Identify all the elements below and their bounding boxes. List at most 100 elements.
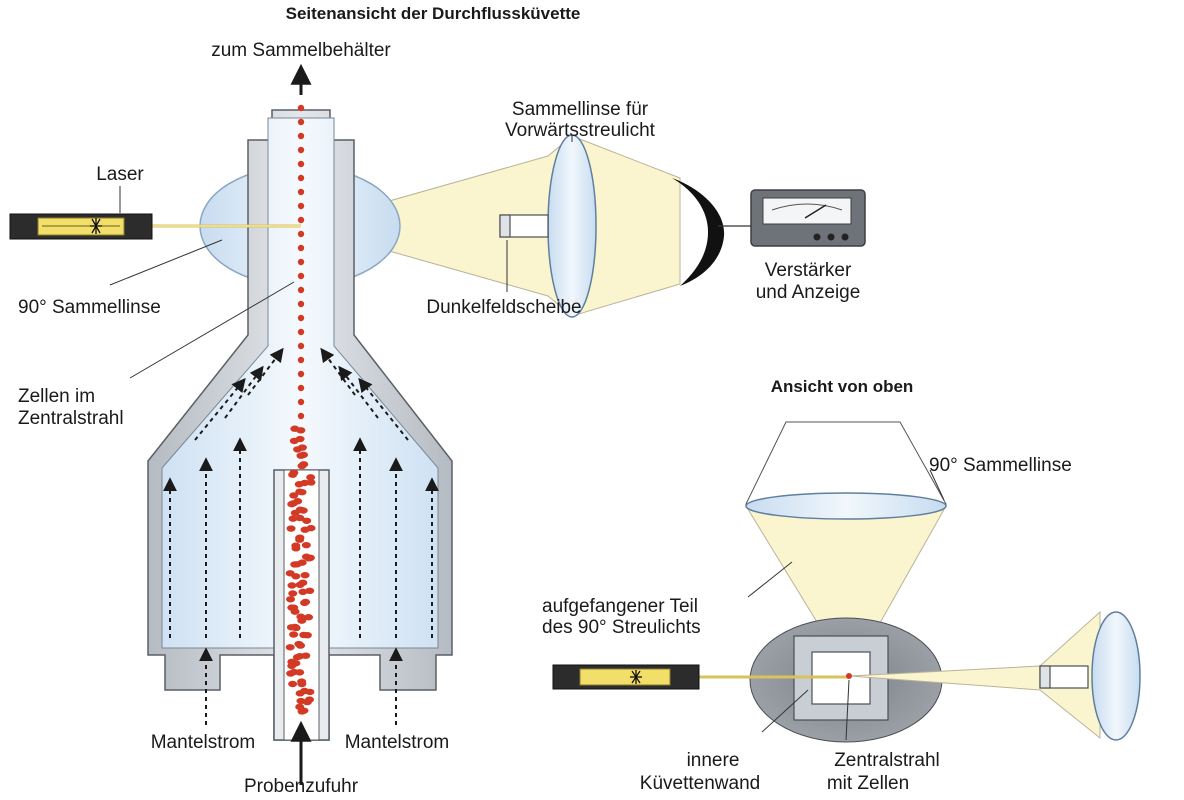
cell <box>297 678 307 685</box>
cell <box>286 596 296 603</box>
cell <box>306 474 316 481</box>
cell <box>286 670 296 677</box>
cell-dot <box>846 673 852 679</box>
cell <box>297 356 305 364</box>
cell <box>302 698 312 706</box>
sheath-arrow-icon <box>224 365 264 419</box>
cell <box>292 653 302 661</box>
cell <box>300 479 310 487</box>
cells-in-central-jet <box>285 104 316 715</box>
cell <box>299 631 309 639</box>
forward-lens-label-line1: Sammellinse für <box>512 99 649 120</box>
laser-label: Laser <box>96 164 144 185</box>
cell <box>289 631 299 638</box>
cells-leader <box>129 281 295 379</box>
cell <box>297 272 305 280</box>
forward-scatter-lens-icon <box>547 134 597 318</box>
top-forward-lens-icon <box>1091 611 1141 741</box>
inner-wall-label-line1: innere <box>687 750 740 771</box>
cell <box>297 286 305 294</box>
cell <box>287 604 297 611</box>
sheath-arrow-icon <box>194 377 246 441</box>
cell <box>288 471 298 478</box>
cell <box>301 553 311 560</box>
cell <box>297 328 305 336</box>
cell <box>295 669 305 676</box>
cell <box>289 437 299 445</box>
cell <box>287 582 297 589</box>
cell <box>286 525 296 532</box>
cell <box>306 524 316 532</box>
cell <box>298 588 308 596</box>
cell <box>295 690 305 697</box>
cell <box>295 534 305 541</box>
sheath-flow-arrows <box>163 347 439 725</box>
cell <box>297 370 305 378</box>
top-side-lens-label: 90° Sammellinse <box>929 455 1072 476</box>
sheath-fluid-chamber <box>161 117 439 649</box>
jet-label-line2: mit Zellen <box>827 773 909 794</box>
cell <box>291 545 301 552</box>
cell <box>287 658 297 666</box>
amplifier-label-line2: und Anzeige <box>756 282 861 303</box>
top-view-title: Ansicht von oben <box>771 377 914 396</box>
cell <box>297 146 305 154</box>
cell <box>297 118 305 126</box>
cell <box>297 230 305 238</box>
cells-label-line1: Zellen im <box>18 386 95 407</box>
top-lens-leader <box>929 469 945 501</box>
to-collector-label: zum Sammelbehälter <box>211 40 391 61</box>
cell <box>297 462 307 470</box>
cell <box>297 300 305 308</box>
cell <box>298 507 308 514</box>
cell <box>288 515 298 522</box>
cell <box>302 517 312 524</box>
cell <box>295 514 305 522</box>
cell <box>290 561 300 568</box>
cell <box>301 652 311 659</box>
cell <box>300 571 310 579</box>
cell <box>296 613 306 620</box>
cell <box>285 644 295 651</box>
sample-feed-label: Probenzufuhr <box>244 776 359 797</box>
cell <box>297 398 305 406</box>
cell <box>297 216 305 224</box>
cell <box>296 452 306 459</box>
captured-label-line2: des 90° Streulichts <box>542 617 701 638</box>
cell <box>293 446 303 453</box>
detector-icon <box>672 178 725 286</box>
cell <box>297 188 305 196</box>
side-view-title: Seitenansicht der Durchflussküvette <box>286 4 581 23</box>
cell <box>305 587 315 595</box>
cell <box>297 202 305 210</box>
sheath-arrow-icon <box>358 377 409 441</box>
cell <box>285 570 295 577</box>
cell <box>289 492 299 499</box>
cell <box>297 160 305 168</box>
cell <box>304 614 314 621</box>
cell <box>296 642 306 649</box>
forward-lens-label-line2: Vorwärtsstreulicht <box>505 120 656 141</box>
sheath-arrow-icon <box>338 365 379 419</box>
amplifier-label-line1: Verstärker <box>765 260 852 281</box>
cell <box>297 174 305 182</box>
sheath-right-label: Mantelstrom <box>345 732 450 753</box>
side-lens-label: 90° Sammellinse <box>18 297 161 318</box>
cell <box>305 688 315 696</box>
cells-label-line2: Zentralstrahl <box>18 408 124 429</box>
cell <box>295 581 305 589</box>
side-lens-leader <box>109 239 223 286</box>
cell <box>295 703 305 711</box>
cell <box>300 599 310 607</box>
cell <box>297 132 305 140</box>
cell <box>297 104 305 112</box>
cell <box>288 590 298 597</box>
cell <box>301 541 311 549</box>
top-side-lens-icon <box>745 492 947 520</box>
jet-leader <box>845 679 850 741</box>
inner-wall-label-line2: Küvettenwand <box>640 773 760 794</box>
cell <box>297 412 305 420</box>
cell <box>290 623 300 631</box>
cell <box>287 500 297 508</box>
